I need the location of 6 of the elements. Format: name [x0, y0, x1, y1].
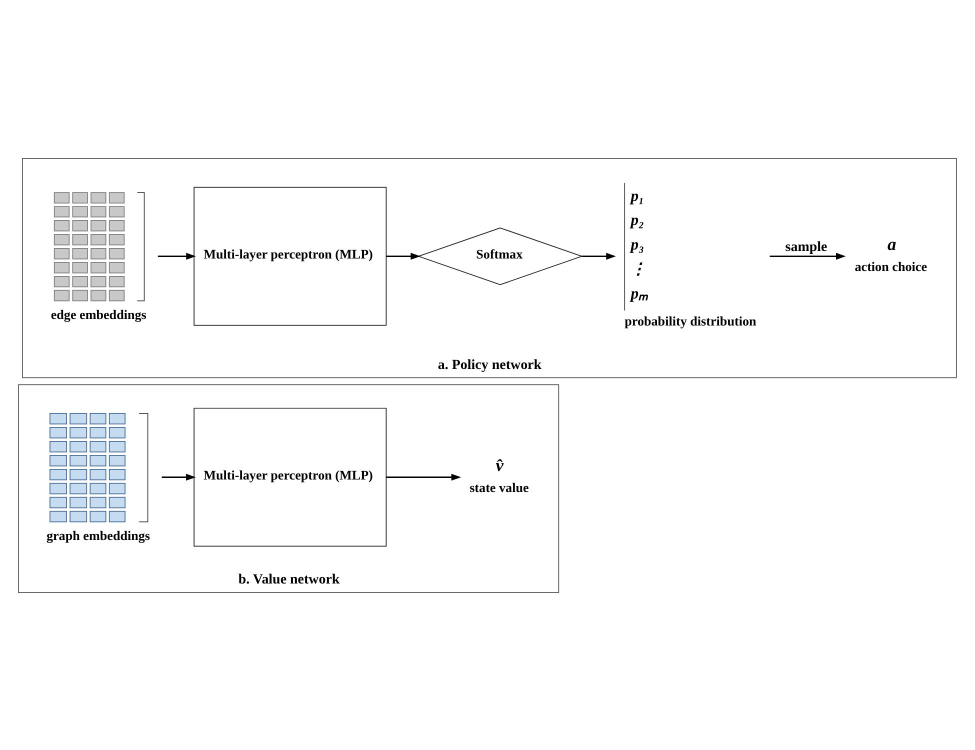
node-text: p₁ p₂ p₃ ⋮ pₘ probability distribution [624, 187, 756, 328]
node-label: graph embeddings [46, 528, 150, 543]
edge-label: sample [785, 239, 828, 254]
node-text: a action choice [854, 234, 928, 274]
node-text: v̂ state value [470, 454, 529, 495]
node-label: edge embeddings [50, 306, 146, 322]
